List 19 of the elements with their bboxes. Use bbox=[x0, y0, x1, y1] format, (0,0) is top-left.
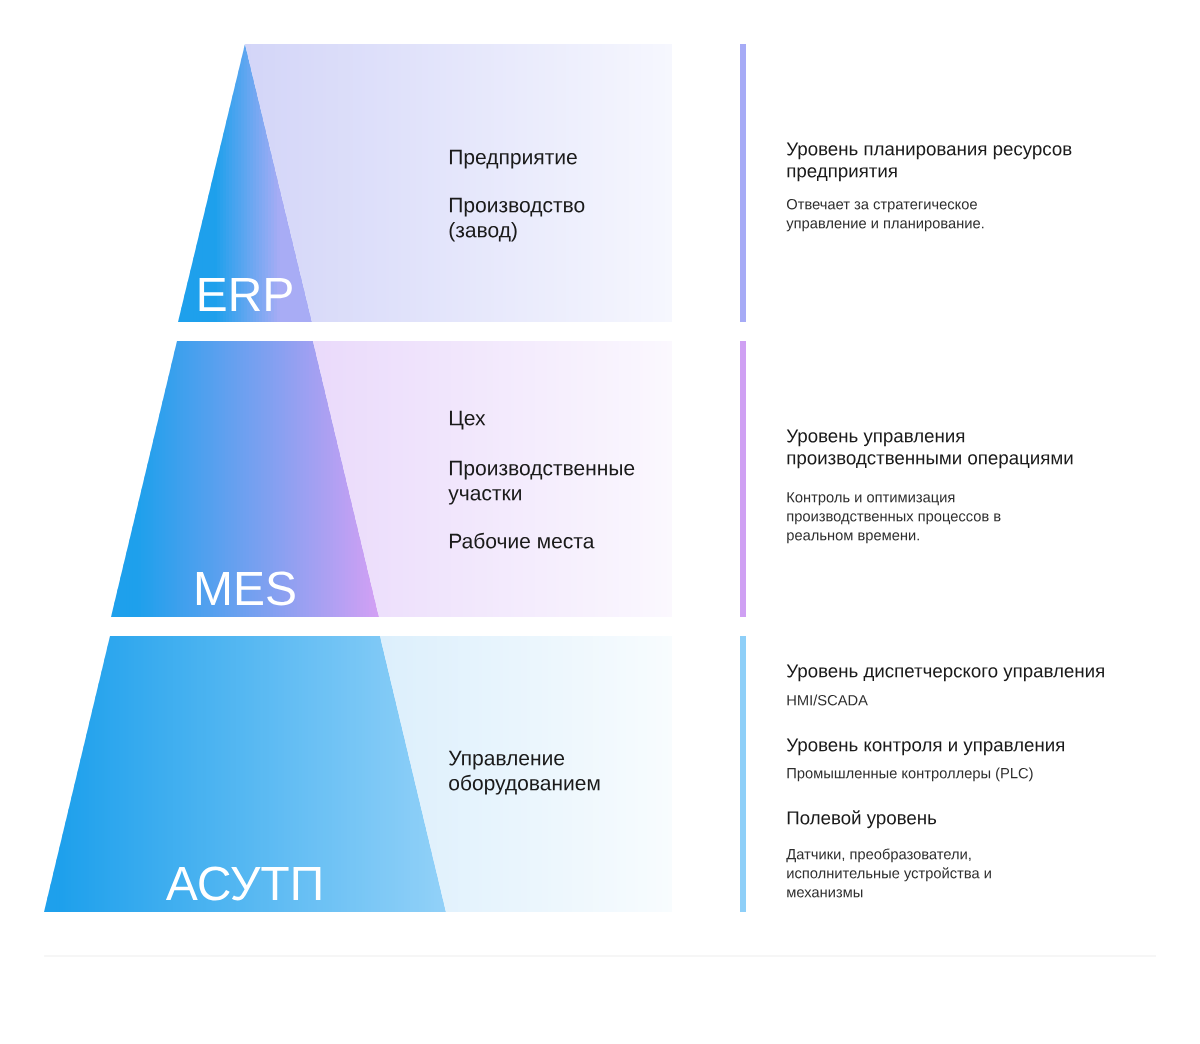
level-description: Контроль и оптимизация производственных процессов в реальном времени. bbox=[787, 492, 1001, 544]
list-item: Цех bbox=[450, 410, 486, 430]
list-item: Рабочие места bbox=[450, 532, 595, 549]
level-description: Отвечает за стратегическое управление и планирование. bbox=[786, 199, 984, 232]
list-item: Производственные участки bbox=[448, 460, 635, 505]
level-heading: Уровень контроля и управления bbox=[786, 738, 1064, 756]
level-label: АСУТП bbox=[165, 866, 321, 901]
level-heading: Уровень управления производственными операциями bbox=[786, 429, 1073, 469]
list-item: Производство (завод) bbox=[449, 197, 585, 242]
level-heading: Уровень диспетчерского управления bbox=[786, 664, 1104, 682]
level-heading: Полевой уровень bbox=[787, 810, 937, 829]
level-description: Датчики, преобразователи, исполнительные устройства и механизмы bbox=[786, 848, 991, 898]
list-item: Управление оборудованием bbox=[448, 750, 600, 795]
list-item: Предприятие bbox=[449, 149, 577, 169]
level-label: ERP bbox=[199, 278, 292, 311]
level-description: Промышленные контроллеры (PLC) bbox=[787, 767, 1033, 782]
level-label: MES bbox=[196, 571, 295, 606]
level-heading: Уровень планирования ресурсов предприятия bbox=[786, 142, 1072, 182]
level-description: HMI/SCADA bbox=[787, 694, 868, 706]
